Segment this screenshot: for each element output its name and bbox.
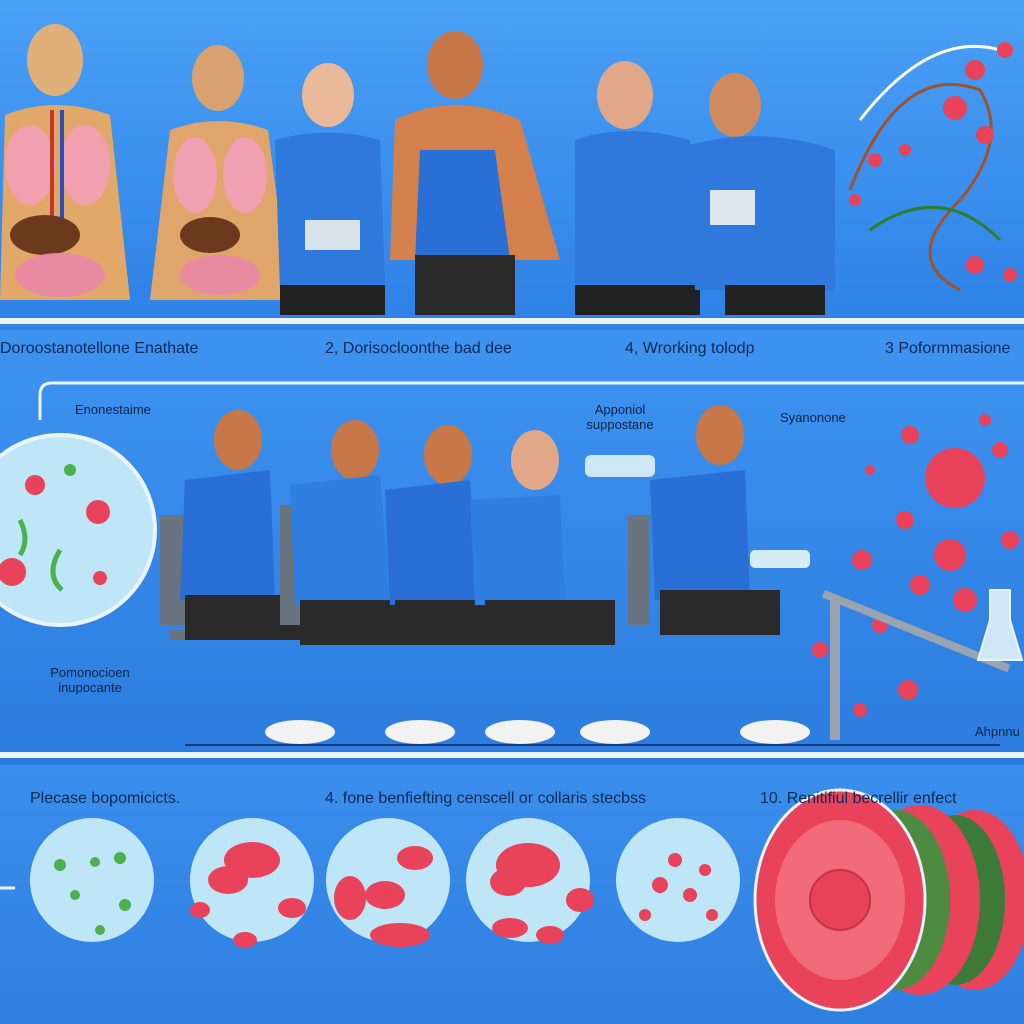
doctor-young [690, 73, 835, 315]
cell-stage-1 [30, 818, 154, 942]
label-ahpnnu: Ahpnnu [975, 724, 1020, 739]
cell-stage-4 [466, 818, 594, 944]
anatomy-figure-1 [0, 24, 130, 300]
label-syanonone: Syanonone [780, 410, 846, 425]
caption-step-1: Doroostanotellone Enathate [0, 340, 199, 357]
caption-step-6: 4. fone benfiefting censcell or collaris… [325, 790, 647, 807]
label-apponiol: Apponiol suppostane [586, 402, 654, 432]
cell-stage-3 [326, 818, 450, 947]
divider-top [0, 318, 1024, 324]
label-pomonocioen: Pomonocioen inupocante [50, 665, 130, 695]
cell-stage-5 [616, 818, 740, 942]
divider-bottom [0, 752, 1024, 758]
large-cell-stack [753, 788, 1024, 1012]
doctor-older-1 [275, 63, 385, 315]
caption-step-3: 4, Wrorking tolodp [625, 340, 755, 357]
molecule-chain [848, 42, 1017, 292]
cell-magnify-circle [0, 433, 157, 627]
particle-cloud [812, 414, 1024, 740]
caption-step-5: Plecase bopomicicts. [30, 790, 181, 807]
caption-step-4: 3 Poformmasione [885, 340, 1011, 357]
caption-step-7: 10. Renitifiul becrellir enfect [760, 790, 957, 807]
doctor-older-2 [575, 61, 700, 315]
seated-athletes [160, 405, 810, 744]
athlete-muscular [390, 31, 560, 315]
label-enonestaime: Enonestaime [75, 402, 151, 417]
bracket-line [38, 381, 1024, 746]
caption-step-2: 2, Dorisocloonthe bad dee [325, 340, 512, 357]
anatomy-figure-2 [150, 45, 290, 300]
cell-stage-2 [190, 818, 314, 948]
